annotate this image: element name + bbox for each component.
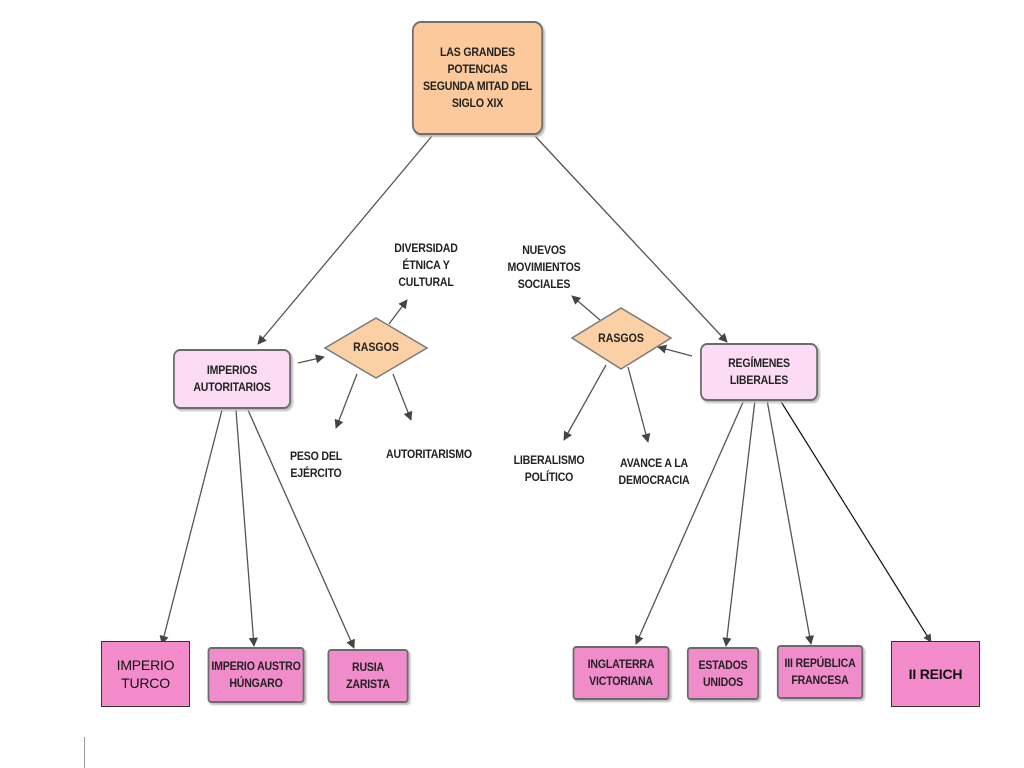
member-imperio-austro-hungaro: IMPERIO AUSTRO HÚNGARO: [207, 647, 305, 703]
feature-liberalismo-politico: LIBERALISMO POLÍTICO: [513, 453, 585, 484]
slide-margin-rule: [84, 737, 85, 768]
feature-nuevos-movimientos: NUEVOS MOVIMIENTOS SOCIALES: [507, 243, 581, 291]
feature-peso-ejercito: PESO DEL EJÉRCITO: [289, 449, 343, 480]
connector-rasgos-liberalismo: [563, 364, 607, 441]
member-estados-unidos: ESTADOS UNIDOS: [686, 647, 760, 700]
connector-right-eeuu: [722, 399, 756, 647]
connector-left-rusia: [247, 409, 355, 649]
feature-avance-democracia: AVANCE A LA DEMOCRACIA: [618, 456, 690, 487]
member-imperio-turco: IMPERIO TURCO: [101, 641, 190, 707]
rasgos-left-label: RASGOS: [353, 340, 399, 354]
connector-rasgos-ejercito: [334, 373, 358, 429]
rasgos-diamond-right: [570, 307, 673, 370]
connector-right-reich: [779, 399, 932, 643]
connector-left-austro: [235, 409, 258, 647]
connector-root-right: [534, 135, 728, 343]
imperios-autoritarios-node: IMPERIOS AUTORITARIOS: [173, 349, 291, 409]
connector-right-rasgos: [657, 344, 693, 357]
feature-autoritarismo: AUTORITARISMO: [386, 447, 472, 461]
connector-rasgos-diversidad: [388, 299, 408, 325]
connector-right-inglaterra: [635, 399, 745, 645]
member-inglaterra-victoriana: INGLATERRA VICTORIANA: [572, 646, 670, 700]
connector-rasgos-democracia: [627, 366, 651, 443]
rasgos-diamond-left: [323, 317, 429, 379]
root-node: LAS GRANDES POTENCIAS SEGUNDA MITAD DEL …: [411, 21, 544, 135]
connector-root-left: [257, 135, 433, 345]
regimenes-liberales-node: REGÍMENES LIBERALES: [700, 343, 818, 401]
member-rusia-zarista: RUSIA ZARISTA: [327, 649, 409, 703]
connector-left-turco: [159, 409, 223, 645]
member-iii-republica-francesa: III REPÚBLICA FRANCESA: [776, 645, 864, 699]
rasgos-right-label: RASGOS: [598, 331, 644, 345]
connector-rasgos-autoritarismo: [392, 373, 413, 421]
member-ii-reich: II REICH: [891, 641, 980, 707]
connector-left-rasgos: [297, 354, 325, 364]
connector-right-francia: [766, 399, 815, 645]
feature-diversidad: DIVERSIDAD ÉTNICA Y CULTURAL: [394, 241, 458, 289]
connector-rasgos-movimientos: [571, 295, 601, 321]
